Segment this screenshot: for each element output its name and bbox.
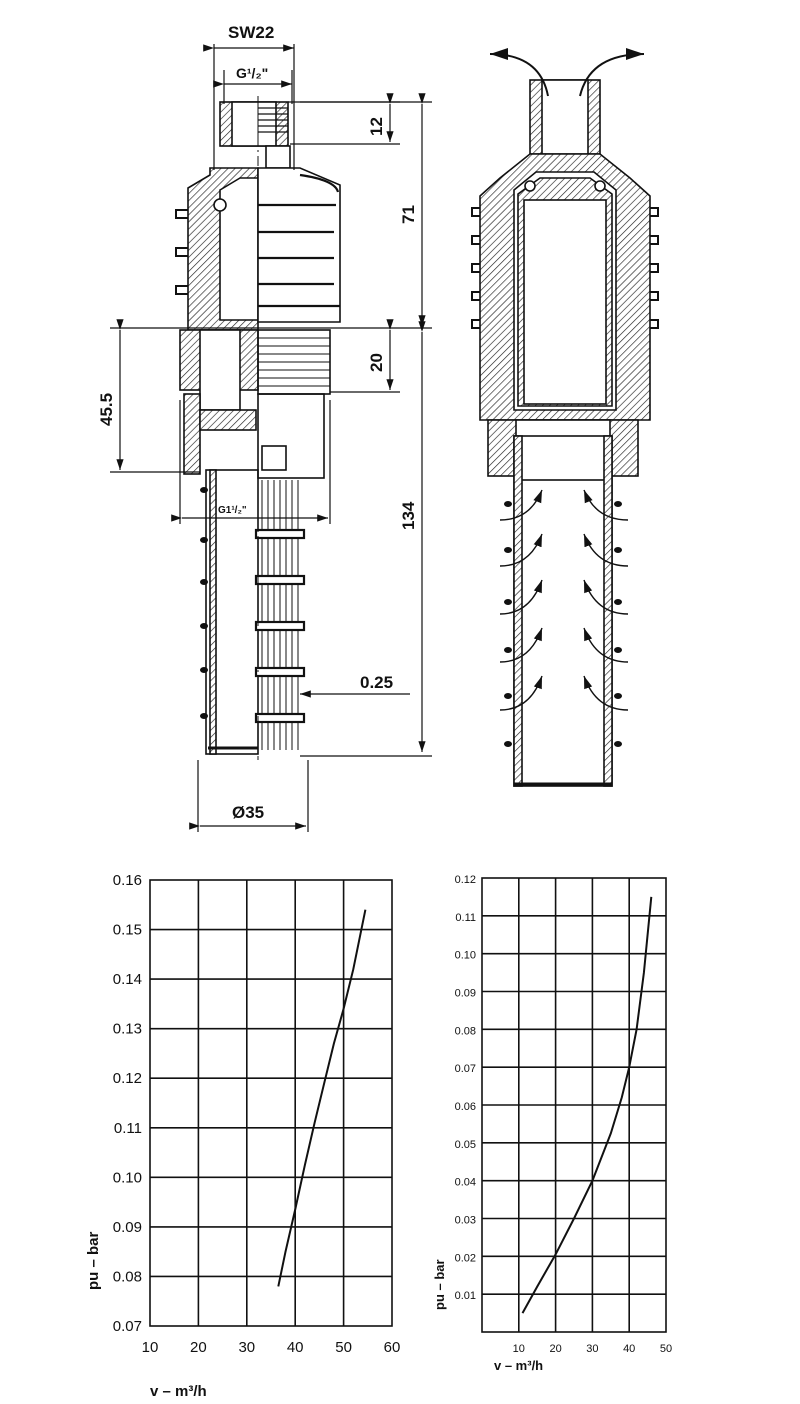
chart1-y-ticks: 0.07 0.08 0.09 0.10 0.11 0.12 0.13 0.14 0.15 0.16: [113, 872, 142, 1335]
chart2-series-line: [521, 896, 653, 1314]
chart2-y-axis-label: pu – bar: [432, 1259, 447, 1310]
chart1-x-tick-label: 60: [384, 1339, 401, 1356]
chart1-y-tick-label: 0.15: [113, 922, 142, 939]
section-view-flow: [471, 48, 659, 787]
chart1-y-tick-label: 0.09: [113, 1219, 142, 1236]
chart2-y-tick-label: 0.06: [455, 1101, 476, 1113]
chart1-x-tick-label: 10: [142, 1339, 159, 1356]
chart1-y-tick-label: 0.16: [113, 872, 142, 889]
chart2-x-tick-label: 30: [586, 1343, 598, 1355]
chart2-y-tick-label: 0.05: [455, 1139, 476, 1151]
dim-71: 71: [399, 205, 418, 224]
chart1-series-line: [277, 909, 367, 1287]
chart2-y-tick-label: 0.02: [455, 1252, 476, 1264]
chart1-x-tick-label: 30: [238, 1339, 255, 1356]
chart2-x-axis-label: v – m³/h: [494, 1358, 543, 1373]
dim-20: 20: [367, 353, 386, 372]
chart2-y-tick-label: 0.08: [455, 1025, 476, 1037]
dim-diameter-35: Ø35: [232, 803, 264, 822]
chart2-y-tick-label: 0.03: [455, 1215, 476, 1227]
chart2-grid: [481, 877, 667, 1333]
chart2-x-tick-label: 40: [623, 1343, 635, 1355]
chart2-y-tick-label: 0.11: [455, 912, 476, 924]
chart1-x-axis-label: v – m³/h: [150, 1383, 207, 1400]
chart1-y-tick-label: 0.12: [113, 1070, 142, 1087]
chart1-frame: [149, 879, 393, 1327]
dim-g1-half: G1¹/₂": [218, 505, 247, 516]
chart1-y-tick-label: 0.14: [113, 971, 142, 988]
dim-134: 134: [399, 501, 418, 530]
section-view-dimensioned: [175, 96, 341, 760]
chart1-x-tick-label: 20: [190, 1339, 207, 1356]
chart2-y-ticks: 0.01 0.02 0.03 0.04 0.05 0.06 0.07 0.08 0.09 0.10…: [455, 874, 476, 1302]
chart1-y-tick-label: 0.13: [113, 1021, 142, 1038]
chart2-y-tick-label: 0.07: [455, 1063, 476, 1075]
chart1-x-tick-label: 40: [287, 1339, 304, 1356]
chart1-y-tick-label: 0.10: [113, 1169, 142, 1186]
dimension-labels: SW22 G¹/₂" 12 71 20 45.5 134 G1¹/₂" 0.25…: [97, 23, 418, 822]
chart2-x-tick-label: 50: [660, 1343, 672, 1355]
chart1-x-ticks: 10 20 30 40 50 60: [142, 1339, 401, 1356]
chart2-y-tick-label: 0.09: [455, 988, 476, 1000]
dim-sw22: SW22: [228, 23, 274, 42]
chart2-y-tick-label: 0.10: [455, 950, 476, 962]
chart2-y-tick-label: 0.01: [455, 1290, 476, 1302]
chart2-x-tick-label: 20: [549, 1343, 561, 1355]
chart2-x-ticks: 10 20 30 40 50: [513, 1343, 672, 1355]
dim-12: 12: [367, 117, 386, 136]
chart1-y-tick-label: 0.11: [114, 1120, 142, 1137]
chart1-grid: [149, 879, 393, 1327]
chart2-y-tick-label: 0.12: [455, 874, 476, 886]
chart1-y-tick-label: 0.08: [113, 1268, 142, 1285]
chart2-y-tick-label: 0.04: [455, 1177, 476, 1189]
chart-pressure-flow-large: 10 20 30 40 50 60 0.07 0.08 0.09 0.10 0.11 0.12 0.1…: [85, 872, 400, 1400]
dim-g-half: G¹/₂": [236, 65, 268, 81]
chart1-x-tick-label: 50: [335, 1339, 352, 1356]
chart1-y-tick-label: 0.07: [113, 1318, 142, 1335]
dimension-lines: [110, 44, 432, 832]
chart2-x-tick-label: 10: [513, 1343, 525, 1355]
dim-45-5: 45.5: [97, 393, 116, 426]
dim-0-25: 0.25: [360, 673, 393, 692]
chart1-y-axis-label: pu – bar: [85, 1231, 102, 1290]
